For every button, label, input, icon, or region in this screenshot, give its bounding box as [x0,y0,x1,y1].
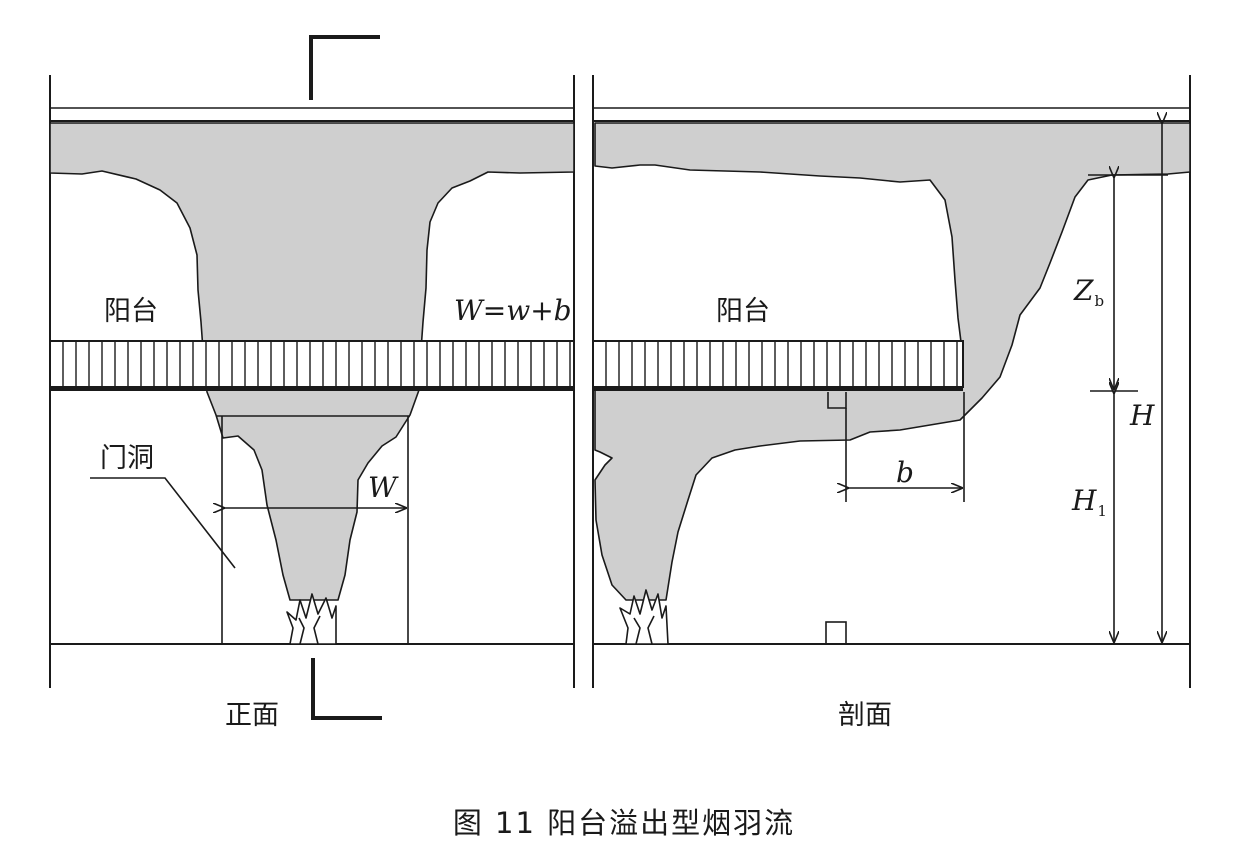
section-balusters [605,341,958,387]
h1-label: H1 [1071,484,1107,520]
front-balusters [62,341,571,387]
section-view-panel: 阳台 b Zb H H1 剖面 [592,75,1191,731]
h1-main: H [1071,484,1097,517]
front-view-label: 正面 [225,700,279,731]
front-fire-icon [286,593,337,645]
front-balcony-label: 阳台 [104,296,158,327]
section-cut-top-marker [309,35,380,100]
front-fire-inner-lines [298,615,321,645]
section-fire-inner-lines [633,615,655,645]
section-balcony-label: 阳台 [716,296,770,327]
zb-main: Z [1073,274,1094,307]
door-leader-line [90,477,236,569]
section-fire-icon [619,589,669,645]
section-view-label: 剖面 [838,700,892,731]
h-label: H [1129,399,1155,432]
figure-caption: 图 11 阳台溢出型烟羽流 [452,806,796,840]
zb-label: Zb [1073,274,1104,310]
section-balcony-railing [592,340,964,388]
door-label: 门洞 [100,443,154,474]
width-formula-label: W=w+b [454,294,572,327]
h1-subscript: 1 [1097,502,1107,520]
front-view-panel: 阳台 W=w+b 门洞 W 正面 [49,35,575,731]
b-dim-label: b [896,456,914,489]
section-cut-bottom-marker [311,658,382,720]
front-width-dim-label: W [368,471,399,504]
front-balcony-railing [49,340,575,388]
floor-marker-box [825,621,847,645]
section-smoke-plume [594,122,1191,601]
zb-subscript: b [1094,292,1104,310]
downstand-beam [827,392,847,409]
